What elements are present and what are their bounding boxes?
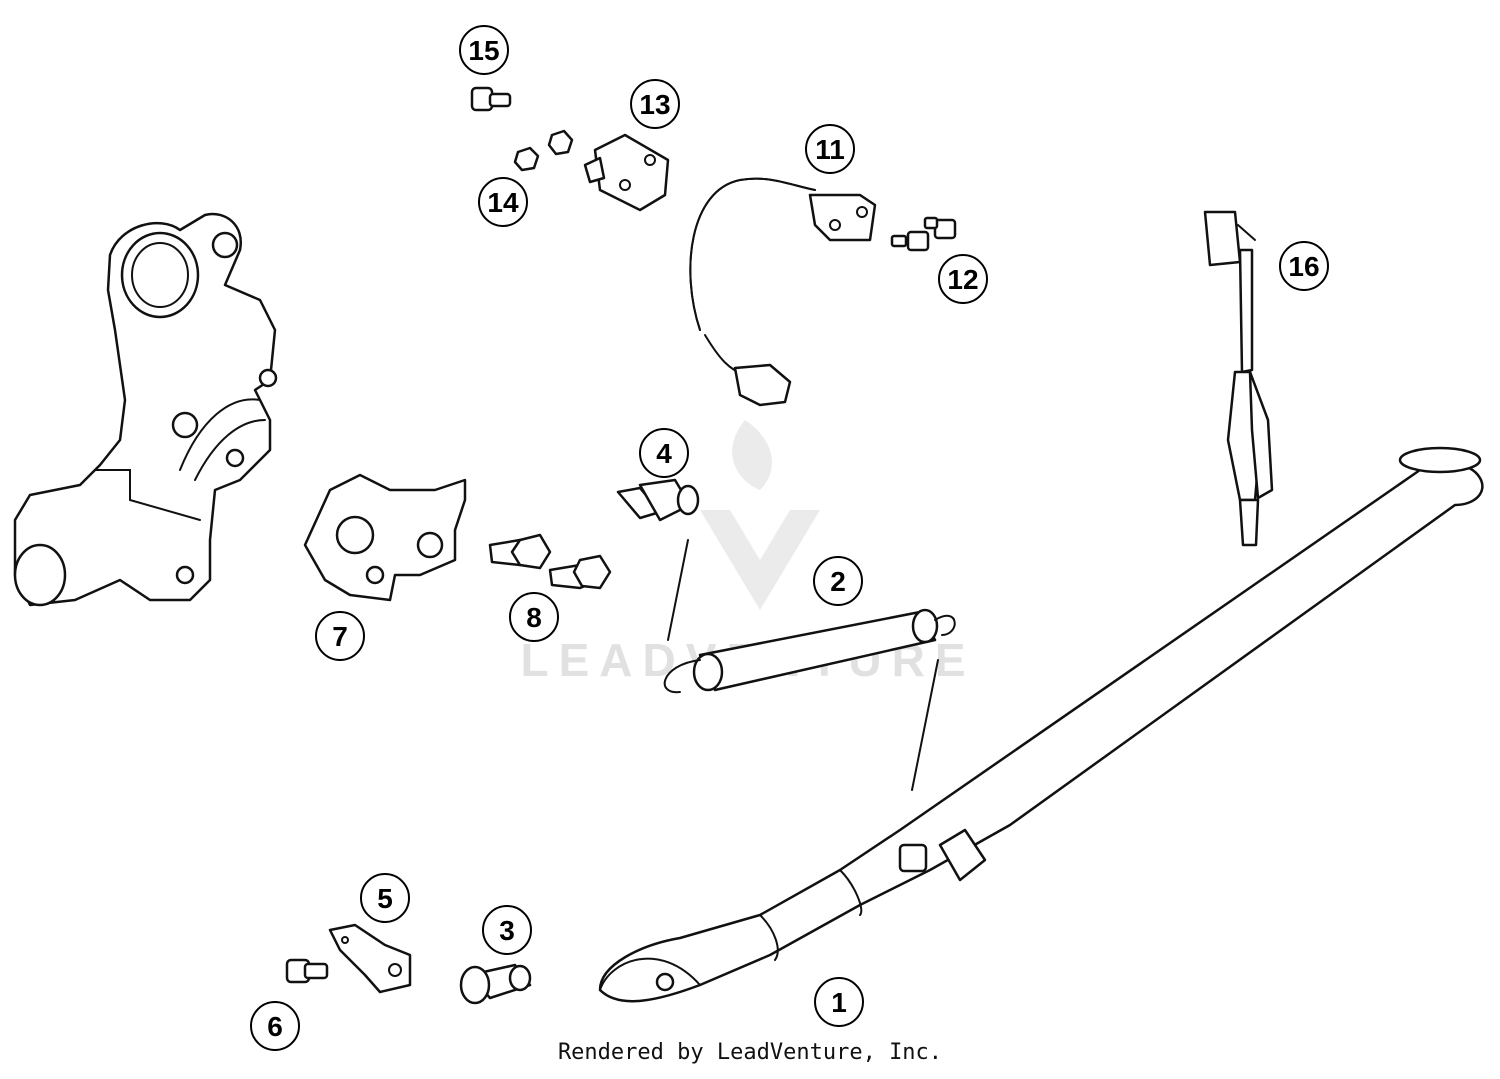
leader-line-4-to-2 [667,539,689,641]
callout-8[interactable]: 8 [509,592,559,642]
part-4-sensor[interactable] [616,478,700,522]
part-7-plate[interactable] [303,473,467,602]
callout-14-label: 14 [487,187,519,218]
part-6-bolt[interactable] [285,958,329,984]
callout-1[interactable]: 1 [814,977,864,1027]
callouts: 1 2 3 4 5 6 7 8 [250,25,1329,1051]
callout-3[interactable]: 3 [482,905,532,955]
callout-15-label: 15 [468,35,499,66]
callout-7[interactable]: 7 [315,611,365,661]
leader-lines [667,539,939,791]
part-3-bushing[interactable] [459,963,532,1005]
callout-5-label: 5 [377,883,393,914]
callout-16[interactable]: 16 [1279,241,1329,291]
callout-6[interactable]: 6 [250,1001,300,1051]
part-12-screws[interactable] [890,216,957,252]
part-2-spring[interactable] [663,608,956,694]
render-credit: Rendered by LeadVenture, Inc. [557,1040,943,1065]
callout-11[interactable]: 11 [805,124,855,174]
callout-2[interactable]: 2 [813,556,863,606]
part-13-switch[interactable] [583,133,670,212]
callout-4[interactable]: 4 [639,428,689,478]
part-15-bolt[interactable] [470,86,512,112]
callout-12-label: 12 [947,264,978,295]
callout-8-label: 8 [526,602,542,633]
callout-5[interactable]: 5 [360,873,410,923]
callout-7-label: 7 [332,621,348,652]
callout-6-label: 6 [267,1011,283,1042]
part-1-side-stand[interactable] [598,446,1484,1003]
callout-12[interactable]: 12 [938,254,988,304]
frame-bracket [13,212,278,607]
callout-4-label: 4 [656,438,672,469]
part-5-bracket[interactable] [328,923,412,994]
part-8-nuts[interactable] [488,533,612,590]
part-11-cable[interactable] [689,177,877,407]
callout-3-label: 3 [499,915,515,946]
callout-15[interactable]: 15 [459,25,509,75]
callout-14[interactable]: 14 [478,177,528,227]
part-14-nuts[interactable] [513,129,574,172]
leader-line-2-to-1 [911,659,939,791]
callout-11-label: 11 [815,134,845,165]
callout-13[interactable]: 13 [630,79,680,129]
callout-2-label: 2 [830,566,846,597]
callout-1-label: 1 [831,987,847,1018]
callout-13-label: 13 [639,89,670,120]
part-16-harness[interactable] [1203,210,1274,547]
callout-16-label: 16 [1288,251,1319,282]
